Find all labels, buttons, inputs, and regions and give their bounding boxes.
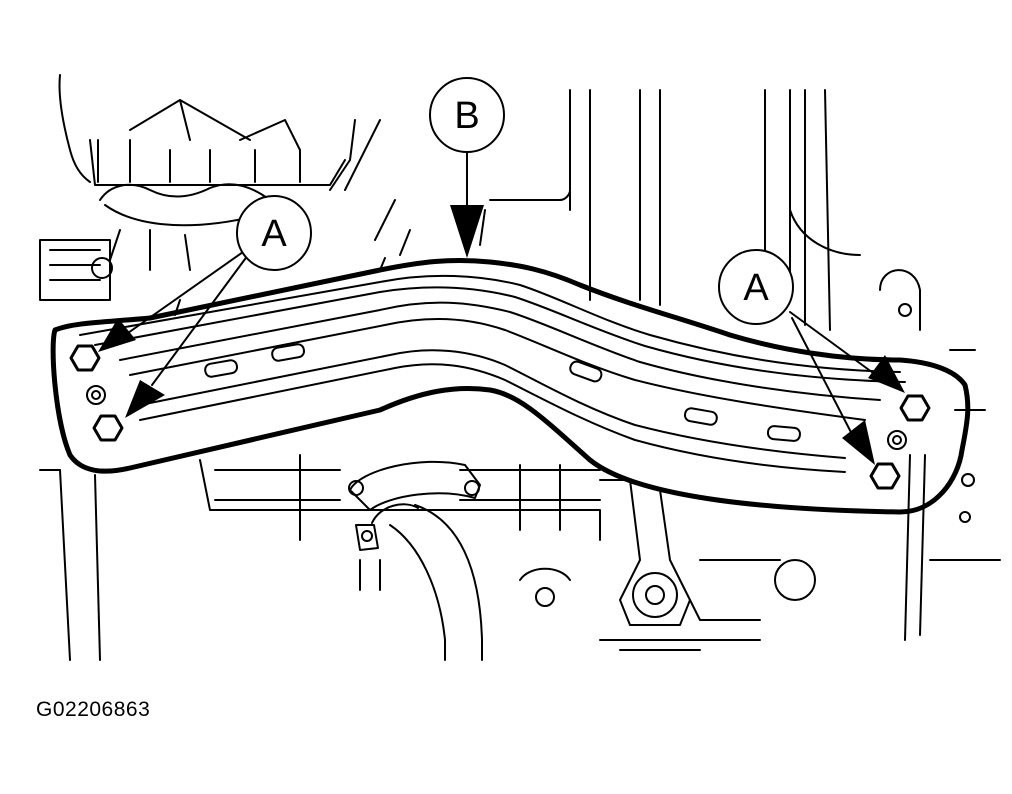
arrow-a-left-upper	[98, 318, 136, 352]
leader-lines	[117, 147, 881, 441]
exhaust-pipe	[348, 460, 483, 661]
svg-text:A: A	[261, 213, 287, 255]
callout-b: B	[429, 77, 505, 153]
callout-a-right: A	[718, 249, 794, 325]
figure-id-label: G02206863	[36, 698, 151, 721]
arrow-b	[450, 205, 484, 258]
crossmember	[50, 257, 971, 515]
engine-background	[39, 74, 411, 301]
bolt-left-lower	[92, 414, 124, 442]
arrow-a-right-upper	[868, 355, 905, 393]
bolt-right-upper	[899, 394, 931, 422]
bolt-right-lower	[869, 462, 901, 490]
svg-text:A: A	[743, 267, 769, 309]
arrowheads	[98, 205, 905, 465]
bolt-left-upper	[69, 344, 101, 372]
svg-text:B: B	[454, 95, 479, 137]
arrow-a-left-lower	[125, 380, 165, 418]
arrow-a-right-lower	[842, 420, 875, 465]
drivetrain-background	[39, 454, 816, 661]
callout-a-left: A	[236, 195, 312, 271]
